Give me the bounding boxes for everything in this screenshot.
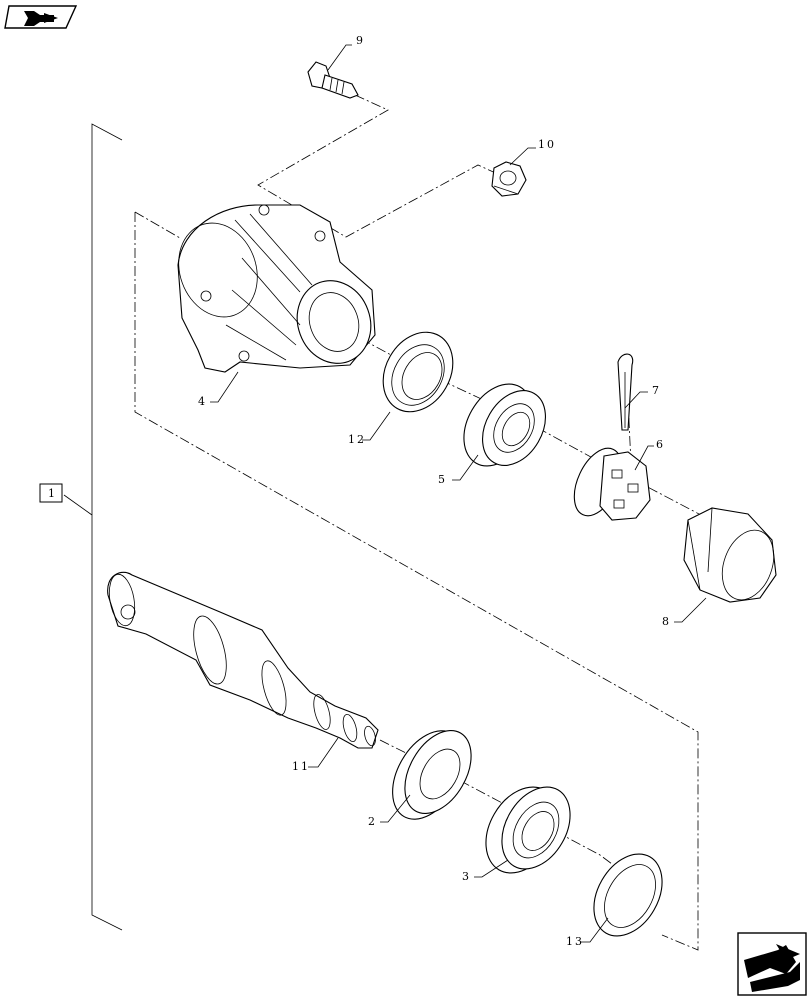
seal-part-12[interactable]	[369, 320, 466, 425]
callout-label-2[interactable]: 2	[368, 815, 377, 828]
callout-label-6[interactable]: 6	[656, 438, 665, 451]
callout-1[interactable]: 1	[39, 483, 63, 503]
spindle-part-11[interactable]	[106, 571, 379, 749]
callout-label-11[interactable]: 11	[292, 760, 310, 773]
assembly-bracket	[63, 123, 123, 931]
callout-label-12[interactable]: 12	[348, 433, 366, 446]
bearing-cup-part-2[interactable]	[378, 718, 485, 831]
cap-part-8[interactable]	[683, 507, 783, 607]
previous-page-arrow-icon	[24, 11, 58, 26]
callout-label-5[interactable]: 5	[438, 473, 447, 486]
bolt-part-9[interactable]	[307, 61, 359, 99]
bearing-part-3[interactable]	[471, 774, 584, 886]
cotter-pin-part-7[interactable]	[617, 353, 634, 431]
flange-nut-part-10[interactable]	[491, 161, 527, 197]
hub-part-4[interactable]	[166, 204, 382, 374]
next-page-arrow-icon	[744, 944, 800, 992]
bearing-part-5[interactable]	[450, 372, 558, 478]
callout-label-10[interactable]: 10	[538, 138, 556, 151]
leader-lines	[210, 44, 707, 943]
callout-label-4[interactable]: 4	[198, 395, 207, 408]
callout-label-7[interactable]: 7	[652, 384, 661, 397]
callout-label-3[interactable]: 3	[462, 870, 471, 883]
callout-label-1: 1	[48, 487, 57, 500]
callout-label-13[interactable]: 13	[566, 935, 584, 948]
callout-label-9[interactable]: 9	[356, 34, 365, 47]
callout-label-8[interactable]: 8	[662, 615, 671, 628]
previous-page-button[interactable]	[4, 5, 78, 29]
seal-part-13[interactable]	[580, 842, 676, 948]
next-page-button[interactable]	[737, 932, 807, 996]
castle-nut-part-6[interactable]	[565, 441, 651, 523]
